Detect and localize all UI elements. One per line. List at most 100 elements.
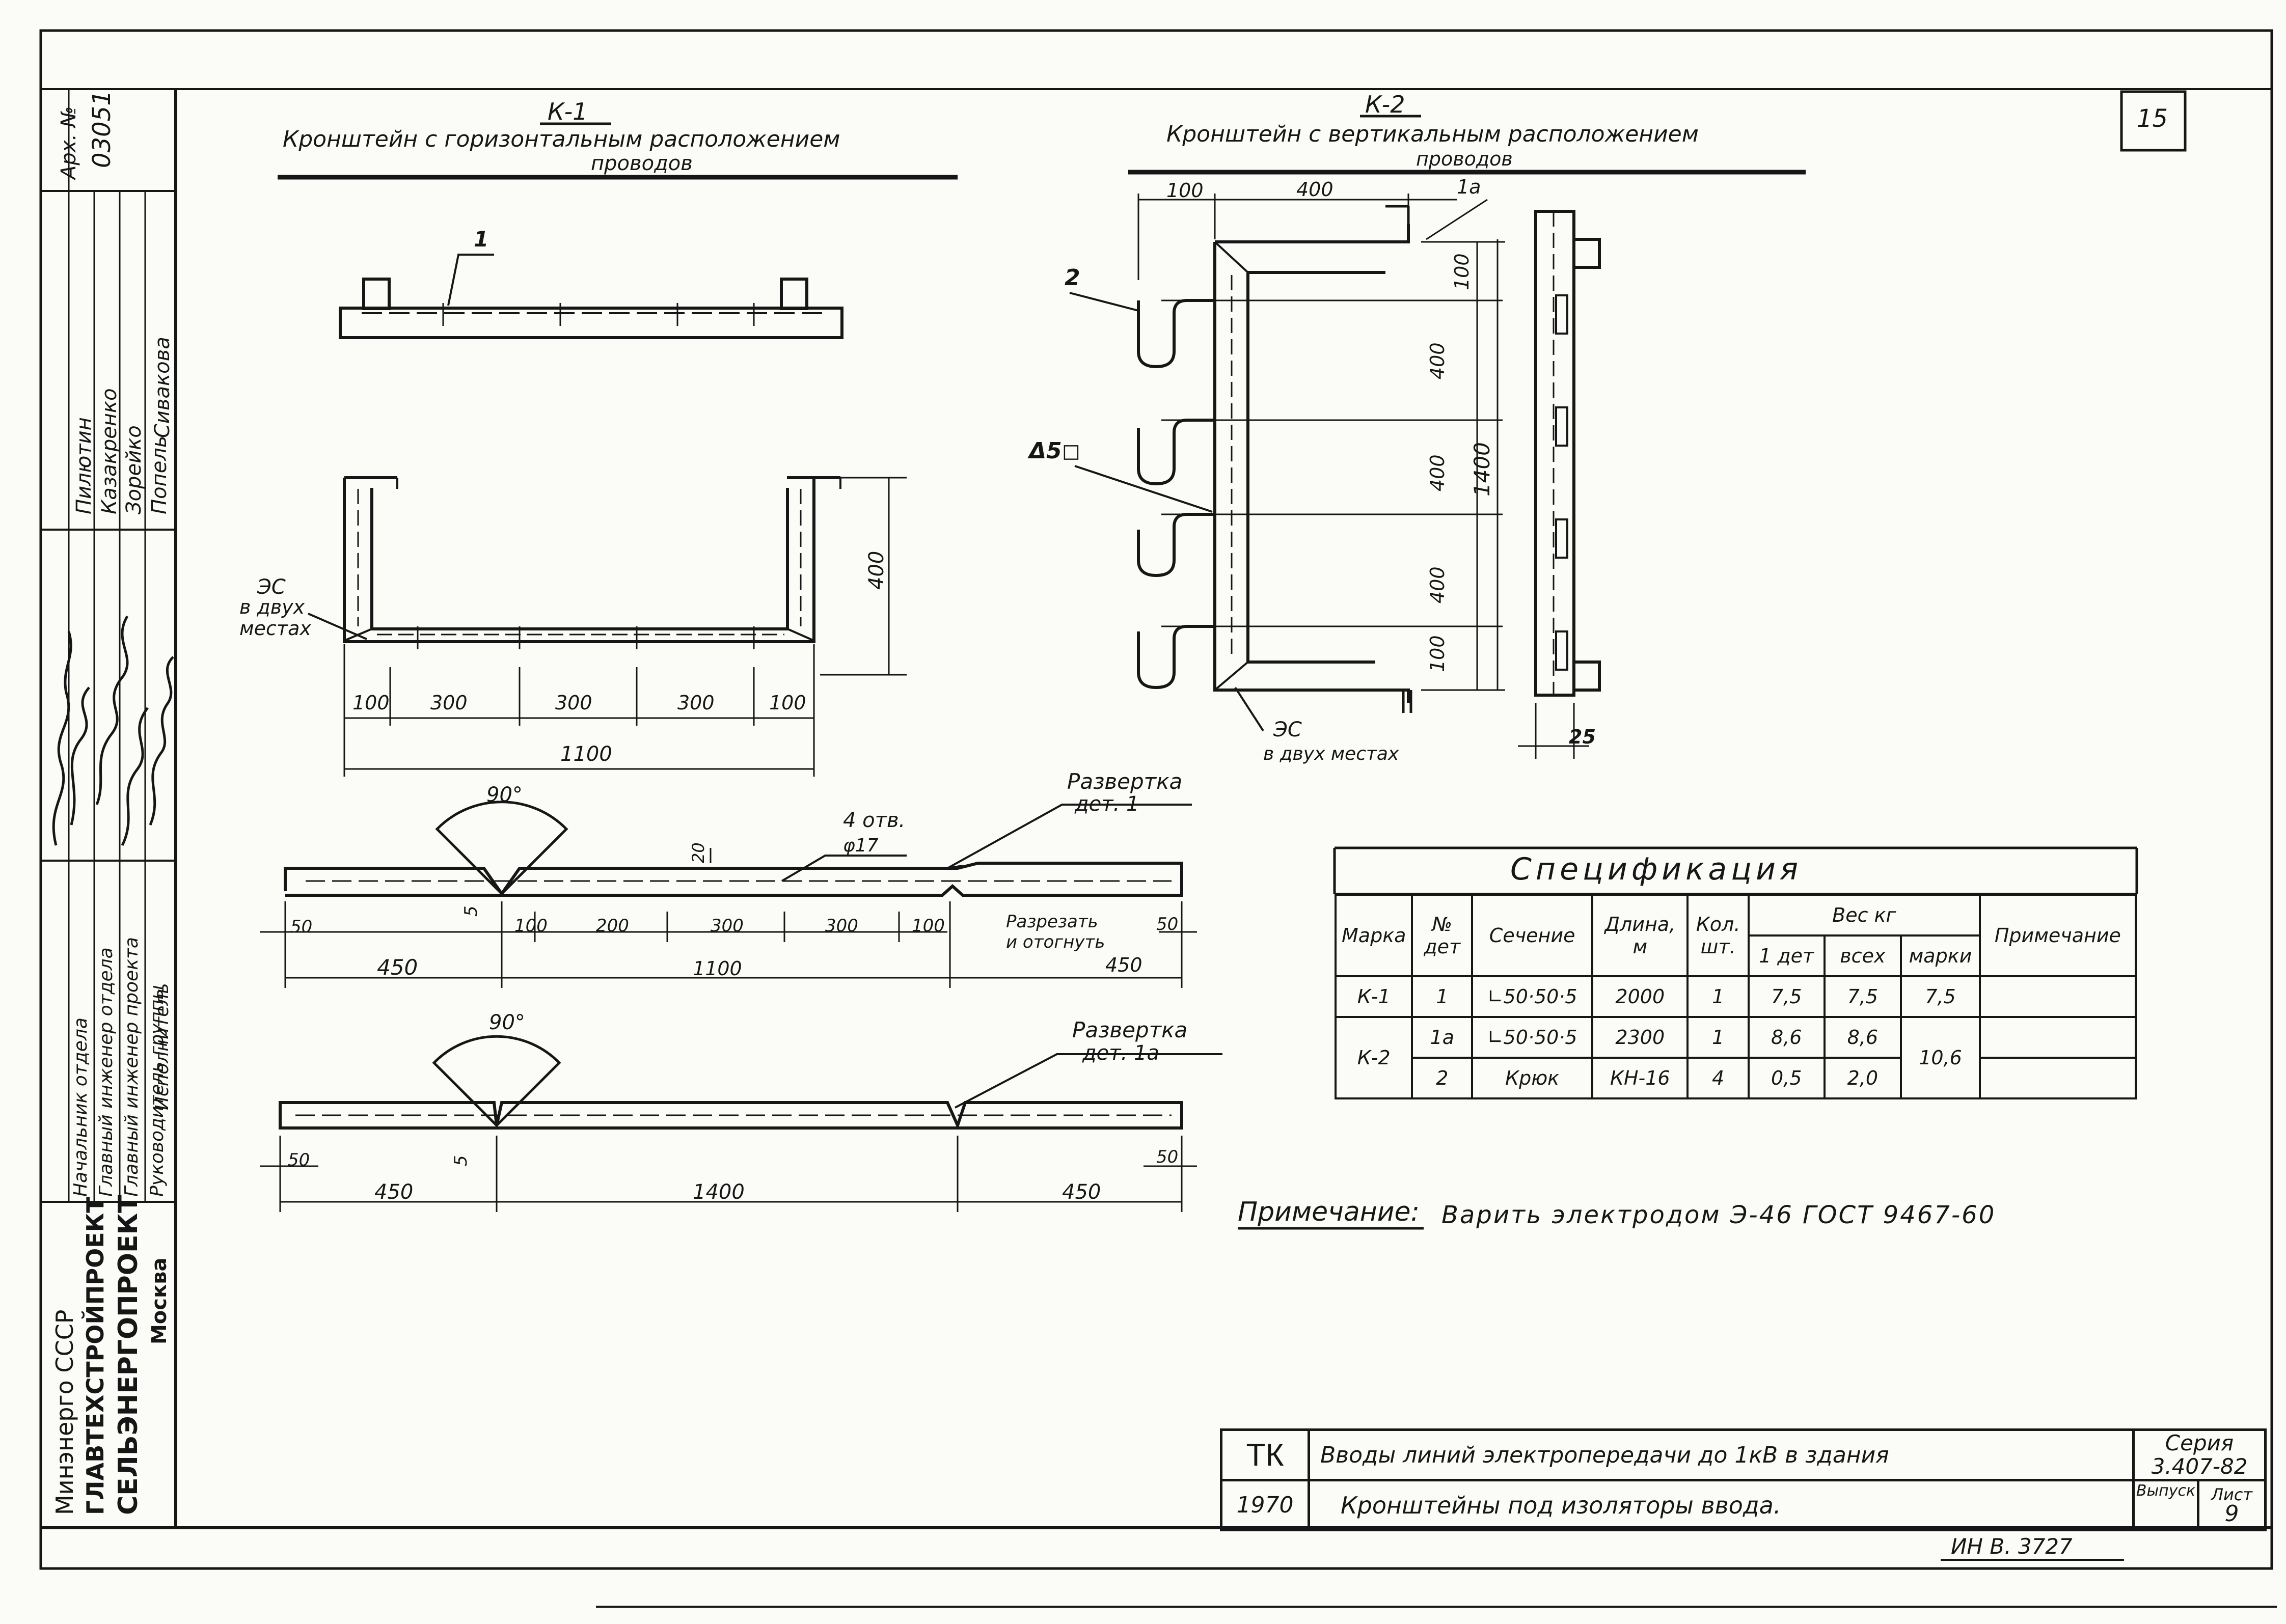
dev1-dim-4: 300: [711, 916, 744, 936]
spec-cell: 1: [1686, 975, 1750, 1018]
arch-number: 03051: [88, 90, 116, 168]
spec-cell: 1: [1411, 975, 1474, 1018]
k1-weld-1: ЭС: [257, 575, 286, 599]
tb-series-cell: Серия 3.407-82: [2132, 1428, 2267, 1481]
stamp-role-5: Исполнитель: [152, 983, 173, 1110]
dev1-total-3: 450: [1105, 954, 1142, 976]
org-line-4: Москва: [148, 1257, 171, 1344]
tb-sheet-label: Лист: [2211, 1485, 2253, 1504]
dev1a-total-3: 450: [1062, 1180, 1101, 1204]
k2-part-2: 2: [1065, 265, 1080, 291]
spec-cell: ∟50·50·5: [1471, 1016, 1594, 1059]
spec-h-weight: Вес кг: [1747, 894, 1981, 937]
k1-dim-2: 300: [430, 692, 468, 714]
spec-h-wmark: марки: [1900, 934, 1981, 977]
spec-h-section: Сечение: [1471, 894, 1594, 977]
tb-year: 1970: [1220, 1479, 1310, 1531]
k2-dim-top-1: 100: [1166, 179, 1204, 202]
dev1-view: [260, 801, 1197, 988]
dev1-dim-6: 100: [912, 916, 945, 936]
tb-sheet-cell: Лист 9: [2197, 1479, 2267, 1531]
dev1-total-2: 1100: [693, 957, 742, 980]
k2-dim-v-1: 100: [1451, 253, 1473, 290]
k2-dim-side: 25: [1569, 726, 1596, 748]
spec-h-length: Длина, м: [1591, 894, 1689, 977]
spec-cell: 8,6: [1823, 1016, 1902, 1059]
stamp-name-1: Пилютин: [72, 417, 96, 514]
k2-dim-top-3: 1а: [1457, 176, 1481, 198]
dev1-dim-3: 200: [596, 916, 629, 936]
stamp-name-4: Попель: [148, 435, 171, 514]
spec-cell: 0,5: [1747, 1057, 1826, 1099]
spec-cell: [1978, 1016, 2137, 1059]
spec-h-qty: Кол. шт.: [1686, 894, 1750, 977]
k1-dim-height: 400: [865, 550, 888, 590]
spec-h-wall: всех: [1823, 934, 1902, 977]
k1-top-view: [339, 254, 843, 339]
outer-frame: [39, 29, 2273, 1570]
dev1-label: Развертка: [1067, 769, 1183, 794]
k2-dim-top-2: 400: [1296, 178, 1334, 201]
dev1-dim-2: 100: [514, 916, 548, 936]
spec-cell: 1а: [1411, 1016, 1474, 1059]
dev1-small-dim-2: 5: [461, 905, 481, 917]
dev1-cut-1: Разрезать: [1006, 912, 1098, 932]
dev1-dim-7: 50: [1156, 914, 1179, 934]
k1-title2: проводов: [591, 152, 693, 175]
k2-front-view: [1069, 194, 1505, 732]
k1-part-number: 1: [474, 227, 489, 252]
k2-dim-v-4: 400: [1426, 566, 1449, 603]
spec-cell: [1978, 975, 2137, 1018]
spec-cell: К-1: [1334, 975, 1413, 1018]
sheet-number: 15: [2137, 104, 2168, 133]
dev1-holes: 4 отв.: [843, 809, 906, 832]
spec-h-det: № дет: [1411, 894, 1474, 977]
tb-series: 3.407-82: [2151, 1454, 2248, 1479]
spec-cell: [1978, 1057, 2137, 1099]
k1-title: Кронштейн с горизонтальным расположением: [283, 126, 840, 152]
spec-h-note: Примечание: [1978, 894, 2137, 977]
dev1-dim-1: 50: [290, 917, 313, 937]
dev1a-label2: дет. 1а: [1082, 1041, 1159, 1065]
tb-issue-label: Выпуск: [2132, 1479, 2199, 1531]
spec-cell: 1: [1686, 1016, 1750, 1059]
org-line-1: Минэнерго СССР: [51, 1309, 78, 1515]
org-line-2: ГЛАВТЕХСТРОЙПРОЕКТ: [81, 1197, 109, 1515]
dev1-angle: 90°: [486, 783, 523, 807]
dev1-cut-2: и отогнуть: [1006, 932, 1105, 952]
dev1a-dim-1: 50: [288, 1150, 310, 1170]
signatures: [52, 615, 174, 846]
stamp-role-3: Главный инженер проекта: [121, 937, 142, 1197]
arch-label: Арх. №: [57, 106, 80, 179]
k2-title2: проводов: [1416, 148, 1513, 170]
dev1-total-1: 450: [377, 955, 418, 980]
tb-code: ТК: [1220, 1428, 1310, 1481]
k1-mark: К-1: [548, 98, 588, 125]
tb-title1: Вводы линий электропередачи до 1кВ в зда…: [1308, 1428, 2135, 1481]
spec-h-mark: Марка: [1334, 894, 1413, 977]
k1-weld-3: местах: [239, 617, 311, 640]
spec-row: К-1 1 ∟50·50·5 2000 1 7,5 7,5 7,5: [1334, 975, 2137, 1018]
spec-cell: К-2: [1334, 1016, 1413, 1099]
spec-cell: 7,5: [1747, 975, 1826, 1018]
note-label: Примечание:: [1238, 1197, 1420, 1227]
dev1a-total-1: 450: [374, 1180, 414, 1204]
spec-cell: 2300: [1591, 1016, 1689, 1059]
spec-title: Спецификация: [1510, 851, 1803, 887]
tb-sheet-number: 9: [2224, 1501, 2239, 1527]
dev1-hole-d: φ17: [843, 835, 879, 856]
k2-dim-v-3: 400: [1426, 454, 1449, 491]
title-block: ТК Вводы линий электропередачи до 1кВ в …: [1220, 1428, 2267, 1531]
org-line-3: СЕЛЬЭНЕРГОПРОЕКТ: [113, 1195, 144, 1516]
k1-dim-total: 1100: [560, 742, 612, 766]
tb-series-label: Серия: [2165, 1430, 2234, 1455]
k1-dim-1: 100: [352, 692, 390, 714]
k2-part-5: Δ5◻: [1029, 438, 1081, 464]
k1-dim-3: 300: [555, 692, 592, 714]
k2-side-view: [1518, 210, 1601, 759]
spec-cell: 2,0: [1823, 1057, 1902, 1099]
dev1a-dim-2: 50: [1156, 1147, 1179, 1167]
tb-title2: Кронштейны под изоляторы ввода.: [1308, 1479, 2135, 1531]
